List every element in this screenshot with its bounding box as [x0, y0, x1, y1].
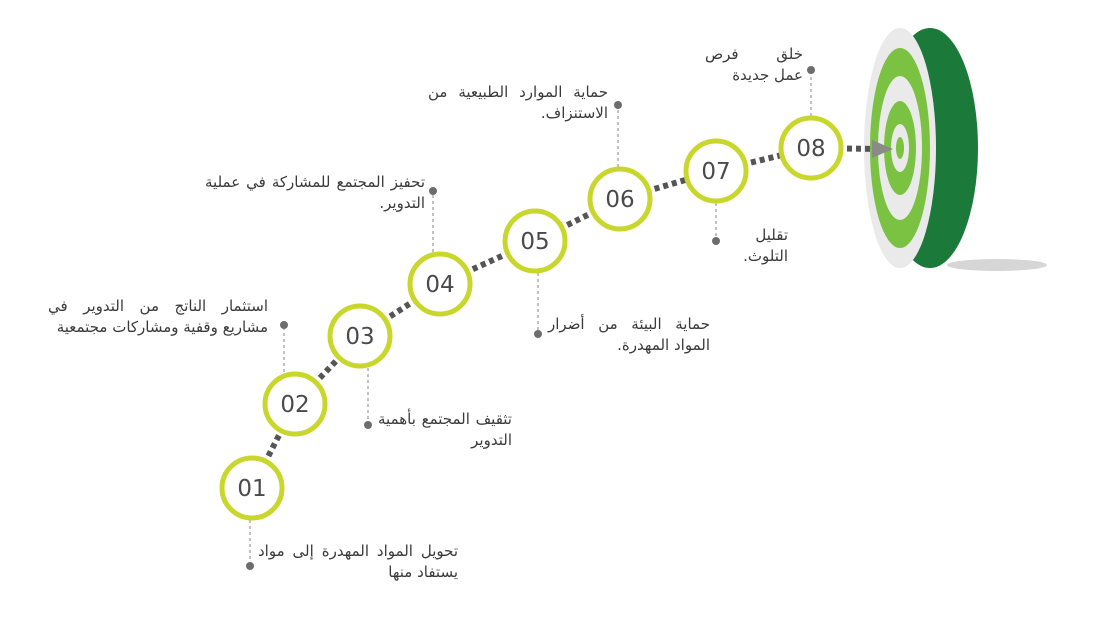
step-label-05: حماية البيئة من أضرار المواد المهدرة. [548, 315, 710, 354]
path-segment [533, 196, 622, 244]
step-number: 01 [237, 476, 266, 502]
arrow-head-icon [872, 140, 893, 158]
connector-dot [364, 421, 372, 429]
step-number: 05 [520, 229, 549, 255]
target-bullseye [896, 137, 904, 159]
connector-dot [246, 562, 254, 570]
step-circle [407, 251, 473, 317]
step-label-01: تحويل المواد المهدرة إلى مواد يستفاد منه… [258, 542, 458, 581]
step-circle [502, 208, 568, 274]
step-label-06: حماية الموارد الطبيعية من الاستنزاف. [428, 83, 608, 122]
step-label-07: تقليل التلوث. [743, 226, 788, 265]
step-label-08: خلق فرص عمل جديدة [705, 45, 803, 84]
target-icon [864, 28, 1047, 271]
step-circle [262, 371, 328, 437]
step-label-03: تثقيف المجتمع بأهمية التدوير [378, 410, 512, 449]
path-segment [292, 333, 363, 407]
step-circle [683, 138, 749, 204]
step-label-04: تحفيز المجتمع للمشاركة في عملية التدوير. [205, 173, 425, 212]
step-number: 04 [425, 272, 454, 298]
connector-dot [614, 101, 622, 109]
path-segment [249, 402, 298, 490]
step-number: 07 [701, 159, 730, 185]
step-circle [778, 115, 844, 181]
connectors [246, 66, 815, 570]
step-number: 02 [280, 392, 309, 418]
connector-dot [807, 66, 815, 74]
step-label-02: استثمار الناتج من التدوير في مشاريع وقفي… [48, 297, 268, 336]
connector-dot [712, 237, 720, 245]
step-number: 06 [605, 187, 634, 213]
target-shadow [947, 259, 1047, 271]
step-circle [587, 166, 653, 232]
connector-dot [429, 187, 437, 195]
step-circle [219, 455, 285, 521]
step-number: 03 [345, 324, 374, 350]
step-circle [327, 303, 393, 369]
connector-dot [534, 330, 542, 338]
connector-dot [280, 321, 288, 329]
step-number: 08 [796, 136, 825, 162]
path-segment [358, 281, 442, 339]
step-nodes: 01 02 03 04 05 06 07 08 [219, 115, 844, 521]
